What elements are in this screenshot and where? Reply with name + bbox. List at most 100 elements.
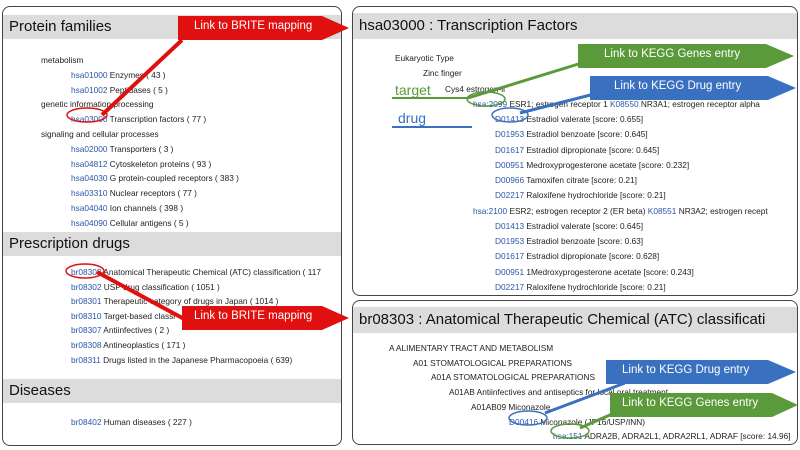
tf-entry-row: D00951 Medroxyprogesterone acetate [scor… xyxy=(495,160,689,170)
entry-text: Estradiol valerate [score: 0.655] xyxy=(524,114,644,124)
entry-code-link[interactable]: br08311 xyxy=(71,354,101,365)
protein-family-row: hsa01002 Peptidases ( 5 ) xyxy=(71,85,168,95)
entry-code-link[interactable]: hsa01002 xyxy=(71,84,108,95)
tf-entry-row: Eukaryotic Type xyxy=(395,53,454,63)
entry-label: Antiinfectives ( 2 ) xyxy=(101,325,170,336)
entry-code-link[interactable]: hsa03310 xyxy=(71,188,108,199)
entry-label: metabolism xyxy=(41,55,84,65)
entry-code-link[interactable]: D01953 xyxy=(495,236,525,246)
entry-code-link[interactable]: br08308 xyxy=(71,340,102,350)
entry-code-link[interactable]: D00966 xyxy=(495,175,525,185)
entry-text: A01A STOMATOLOGICAL PREPARATIONS xyxy=(431,372,595,383)
entry-code-link[interactable]: D00416 xyxy=(509,416,539,427)
entry-code-link[interactable]: D01413 xyxy=(495,114,525,124)
entry-code-link[interactable]: D00951 xyxy=(495,266,525,277)
entry-code-link[interactable]: hsa:151 xyxy=(553,431,583,442)
drug-callout-1: Link to KEGG Drug entry xyxy=(614,80,742,92)
tf-entry-row: hsa:2100 ESR2; estrogen receptor 2 (ER b… xyxy=(473,206,768,216)
entry-code-link[interactable]: D02217 xyxy=(495,281,525,292)
tf-entry-row: hsa:2099 ESR1; estrogen receptor 1 K0855… xyxy=(473,99,760,109)
entry-text: ESR2; estrogen receptor 2 (ER beta) xyxy=(507,205,648,216)
entry-code-link[interactable]: hsa03000 xyxy=(71,114,108,125)
protein-family-row: signaling and cellular processes xyxy=(41,129,159,139)
protein-family-row: metabolism xyxy=(41,55,83,65)
tf-entry-row: Zinc finger xyxy=(423,68,462,78)
entry-text: 1Medroxyprogesterone acetate [score: 0.2… xyxy=(524,266,694,277)
entry-code-link[interactable]: hsa:2099 xyxy=(473,98,508,109)
entry-code-link[interactable]: br08301 xyxy=(71,296,102,307)
entry-code-link[interactable]: D01413 xyxy=(495,220,525,231)
entry-text: Zinc finger xyxy=(423,68,462,79)
protein-family-row: hsa04812 Cytoskeleton proteins ( 93 ) xyxy=(71,159,211,169)
tf-panel-title: hsa03000 : Transcription Factors xyxy=(359,17,578,34)
entry-text: A ALIMENTARY TRACT AND METABOLISM xyxy=(389,343,554,353)
entry-code-link[interactable]: hsa04812 xyxy=(71,158,108,169)
entry-text: ADRA2B, ADRA2L1, ADRA2RL1, ADRAF [score:… xyxy=(582,431,791,442)
entry-code-link[interactable]: br08402 xyxy=(71,417,102,427)
disease-row: br08402 Human diseases ( 227 ) xyxy=(71,417,192,427)
entry-code-link[interactable]: br08303 xyxy=(71,267,102,277)
entry-text: Estradiol benzoate [score: 0.63] xyxy=(524,236,644,246)
tf-panel-header: hsa03000 : Transcription Factors xyxy=(353,13,797,39)
protein-family-row: hsa04030 G protein-coupled receptors ( 3… xyxy=(71,173,239,183)
target-tag: target xyxy=(395,82,431,98)
entry-code-link[interactable]: hsa04030 xyxy=(71,173,108,184)
entry-text: Estradiol dipropionate [score: 0.628] xyxy=(524,251,660,262)
entry-text: ESR1; estrogen receptor 1 xyxy=(507,98,610,109)
tf-entry-row: D00966 Tamoxifen citrate [score: 0.21] xyxy=(495,175,637,185)
prescription-drug-row: br08302 USP drug classification ( 1051 ) xyxy=(71,282,220,292)
atc-entry-row: A01AB Antiinfectives and antiseptics for… xyxy=(449,387,668,397)
ko-text: NR3A2; estrogen recept xyxy=(676,205,768,216)
prescription-drugs-header: Prescription drugs xyxy=(3,232,341,256)
entry-label: Transporters ( 3 ) xyxy=(107,143,174,154)
entry-code-link[interactable]: hsa04040 xyxy=(71,203,108,213)
tf-entry-row: D02217 Raloxifene hydrochloride [score: … xyxy=(495,190,666,200)
atc-entry-row: hsa:151 ADRA2B, ADRA2L1, ADRA2RL1, ADRAF… xyxy=(553,431,791,441)
entry-code-link[interactable]: D02217 xyxy=(495,190,525,201)
atc-entry-row: A01AB09 Miconazole xyxy=(471,402,550,412)
ko-code-link[interactable]: K08550 xyxy=(610,98,639,109)
entry-code-link[interactable]: D01617 xyxy=(495,251,525,262)
entry-code-link[interactable]: br08310 xyxy=(71,310,102,321)
entry-text: Estradiol benzoate [score: 0.645] xyxy=(524,129,648,140)
entry-text: A01AB Antiinfectives and antiseptics for… xyxy=(449,387,669,398)
tf-entry-row: D01413 Estradiol valerate [score: 0.655] xyxy=(495,114,643,124)
ko-code-link[interactable]: K08551 xyxy=(647,205,677,216)
entry-text: Raloxifene hydrochloride [score: 0.21] xyxy=(524,190,666,201)
protein-family-row: hsa03310 Nuclear receptors ( 77 ) xyxy=(71,188,197,198)
entry-code-link[interactable]: D00951 xyxy=(495,159,525,170)
drug-callout-2: Link to KEGG Drug entry xyxy=(622,364,750,376)
entry-label: Antineoplastics ( 171 ) xyxy=(101,340,186,350)
protein-family-row: hsa04090 Cellular antigens ( 5 ) xyxy=(71,218,189,228)
entry-code-link[interactable]: hsa01000 xyxy=(71,69,108,80)
entry-label: Ion channels ( 398 ) xyxy=(107,203,184,213)
tf-entry-row: Cys4 estrogen-li xyxy=(445,84,505,94)
entry-text: Tamoxifen citrate [score: 0.21] xyxy=(524,175,637,185)
entry-text: Estradiol dipropionate [score: 0.645] xyxy=(524,144,660,155)
entry-text: Eukaryotic Type xyxy=(395,53,454,63)
entry-code-link[interactable]: hsa:2100 xyxy=(473,205,508,216)
entry-text: A01 STOMATOLOGICAL PREPARATIONS xyxy=(413,357,572,368)
entry-label: Cytoskeleton proteins ( 93 ) xyxy=(107,158,212,169)
protein-families-title: Protein families xyxy=(9,18,112,35)
entry-code-link[interactable]: D01617 xyxy=(495,144,525,155)
entry-text: Miconazole (JP16/USP/INN) xyxy=(538,416,646,427)
tf-entry-row: D01953 Estradiol benzoate [score: 0.63] xyxy=(495,236,643,246)
protein-family-row: genetic information processing xyxy=(41,99,154,109)
protein-family-row: hsa02000 Transporters ( 3 ) xyxy=(71,144,173,154)
tf-entry-row: D01617 Estradiol dipropionate [score: 0.… xyxy=(495,251,659,261)
entry-code-link[interactable]: br08302 xyxy=(71,281,102,292)
prescription-drug-row: br08307 Antiinfectives ( 2 ) xyxy=(71,325,169,335)
entry-label: genetic information processing xyxy=(41,99,154,110)
diseases-title: Diseases xyxy=(9,382,71,399)
entry-code-link[interactable]: br08307 xyxy=(71,325,102,336)
entry-label: Transcription factors ( 77 ) xyxy=(107,114,207,125)
entry-code-link[interactable]: D01953 xyxy=(495,129,525,140)
atc-panel-header: br08303 : Anatomical Therapeutic Chemica… xyxy=(353,307,797,333)
entry-code-link[interactable]: hsa04090 xyxy=(71,217,108,228)
entry-code-link[interactable]: hsa02000 xyxy=(71,143,108,154)
entry-label: Therapeutic category of drugs in Japan (… xyxy=(101,296,279,307)
brite-callout-1: Link to BRITE mapping xyxy=(194,20,313,32)
entry-label: signaling and cellular processes xyxy=(41,129,159,139)
